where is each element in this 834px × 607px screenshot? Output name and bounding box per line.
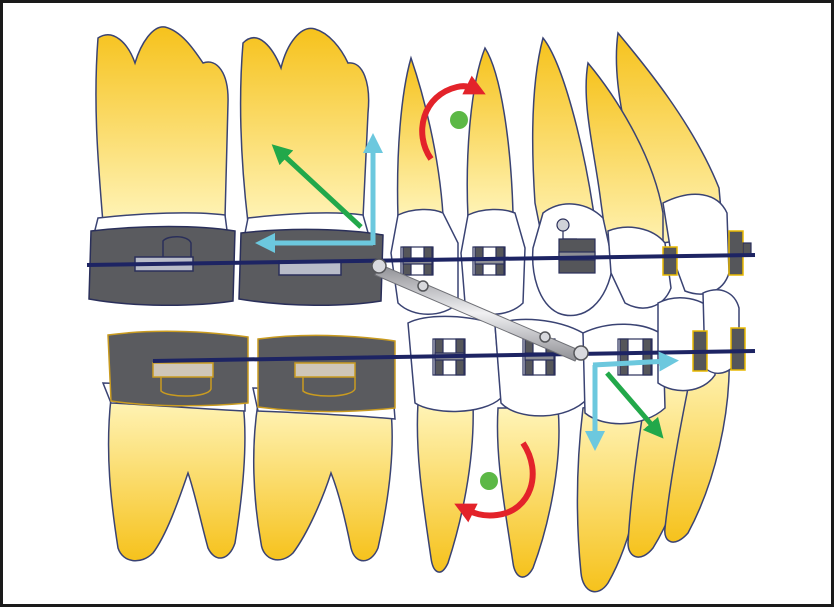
lower-band-2-hook-icon <box>160 377 212 397</box>
lower-band-2-tube-icon <box>152 362 214 378</box>
interarch-spring <box>371 258 589 362</box>
upper-force-vectors <box>255 133 383 253</box>
lower-band-1-hook-icon <box>302 377 356 397</box>
upper-band-2-hook-icon <box>162 236 192 257</box>
lower-tooth-3 <box>416 402 474 573</box>
upper-molar-1 <box>239 27 370 224</box>
upper-bracket-7-icon <box>728 230 752 276</box>
upper-molar-2 <box>95 26 229 224</box>
lower-bracket-7-icon <box>730 327 746 371</box>
upper-rotation-moment <box>419 75 486 161</box>
spring-joint-icon <box>371 258 387 274</box>
lower-rotation-moment <box>454 441 536 523</box>
center-of-resistance-dot-icon <box>480 472 498 490</box>
spring-joint-icon <box>417 280 429 292</box>
spring-joint-icon <box>573 345 589 361</box>
upper-tooth-6 <box>585 61 664 254</box>
blue-horizontal-force-arrow-icon <box>592 351 679 372</box>
lower-tooth-7 <box>664 354 730 543</box>
green-force-arrow-icon <box>605 371 664 439</box>
upper-bracket-6-icon <box>662 246 678 276</box>
lower-bracket-5-icon <box>617 338 653 376</box>
curved-arrow-icon <box>419 75 486 161</box>
upper-arch <box>92 26 730 317</box>
curved-arrow-icon <box>454 441 536 523</box>
lower-molar-2 <box>107 397 246 562</box>
molar-bands <box>88 225 396 413</box>
orthodontic-force-diagram <box>86 26 756 593</box>
spring-joint-icon <box>539 331 551 343</box>
upper-tooth-7-crown <box>662 193 730 295</box>
lower-molar-1 <box>252 402 393 562</box>
lower-force-vectors <box>585 351 679 451</box>
center-of-resistance-dot-icon <box>450 111 468 129</box>
upper-arch-wire <box>86 253 756 267</box>
upper-tooth-6-crown <box>607 226 672 309</box>
upper-tooth-4 <box>466 46 514 219</box>
lower-arch-wire <box>152 349 756 363</box>
lower-band-1-tube-icon <box>294 362 356 378</box>
green-force-arrow-icon <box>271 144 363 229</box>
